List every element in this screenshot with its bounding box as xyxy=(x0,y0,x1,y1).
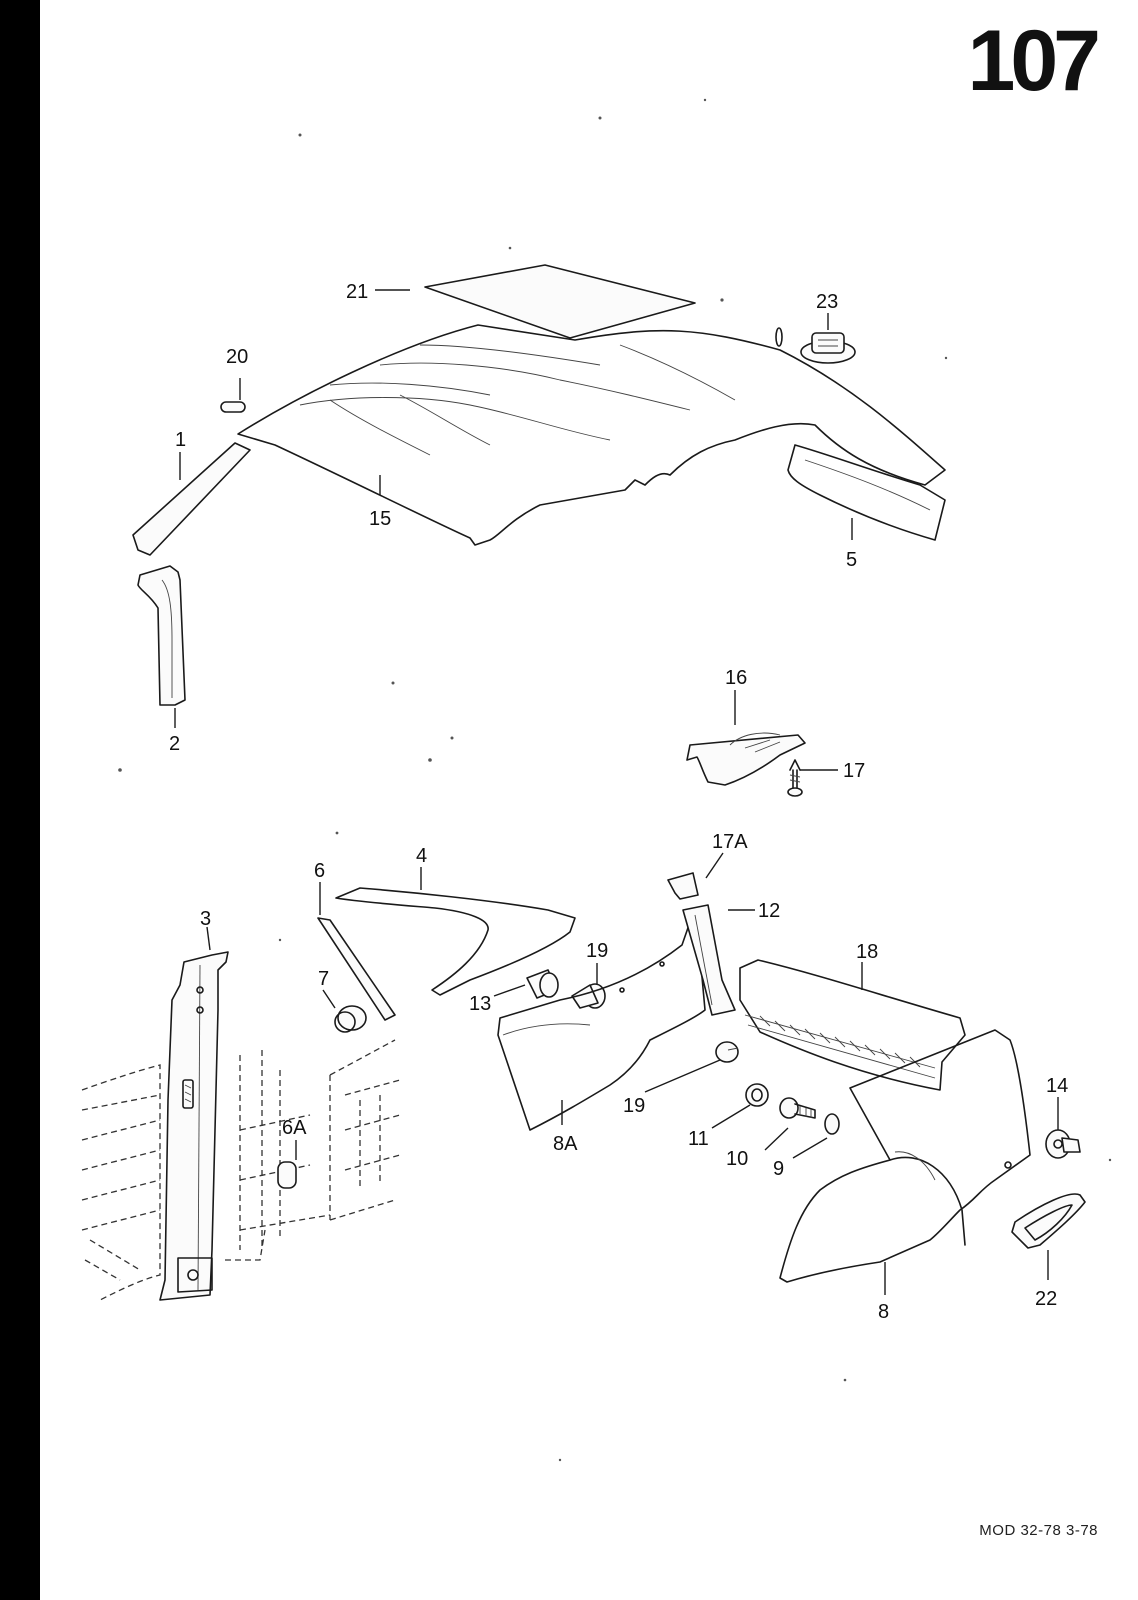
part-15-headliner xyxy=(237,324,946,546)
callout-5: 5 xyxy=(846,549,857,571)
callout-22: 22 xyxy=(1035,1288,1057,1310)
callout-4: 4 xyxy=(416,845,427,867)
callout-6: 6 xyxy=(314,860,325,882)
leader-lines xyxy=(174,289,1059,1295)
callout-3: 3 xyxy=(200,908,211,930)
callout-2: 2 xyxy=(169,733,180,755)
part-23-clip xyxy=(775,327,856,364)
part-17a-patch xyxy=(667,872,699,900)
callout-13: 13 xyxy=(469,993,491,1015)
callout-14: 14 xyxy=(1046,1075,1068,1097)
part-14-clip xyxy=(1045,1129,1081,1159)
part-3-b-pillar-trim xyxy=(159,951,229,1301)
form-code: MOD 32-78 3-78 xyxy=(979,1522,1098,1539)
part-5-rear-trim-strip xyxy=(787,444,946,541)
binding-spine xyxy=(0,0,40,1600)
body-structure-outline xyxy=(81,1039,401,1301)
part-18-shelf-trim xyxy=(739,959,966,1091)
callout-1: 1 xyxy=(175,429,186,451)
part-1-a-pillar-upper-trim xyxy=(132,442,251,556)
part-12-c-pillar-trim xyxy=(682,904,736,1016)
callout-18: 18 xyxy=(856,941,878,963)
part-8-rear-quarter-panel xyxy=(779,1029,1031,1283)
callout-11: 11 xyxy=(688,1128,709,1150)
part-20-plug xyxy=(220,401,246,413)
callout-23: 23 xyxy=(816,291,838,313)
callout-7: 7 xyxy=(318,968,329,990)
part-4-quarter-window-trim xyxy=(335,887,576,996)
part-19-cap-lower xyxy=(715,1041,739,1063)
part-13-cup xyxy=(526,969,559,999)
callout-6a: 6A xyxy=(282,1117,307,1139)
part-11-washer xyxy=(745,1083,769,1107)
part-6a-grommet xyxy=(277,1161,297,1189)
callout-9: 9 xyxy=(773,1158,784,1180)
part-2-a-pillar-lower-trim xyxy=(137,565,186,706)
callout-8: 8 xyxy=(878,1301,889,1323)
callout-21: 21 xyxy=(346,281,368,303)
callout-17: 17 xyxy=(843,760,865,782)
part-10-bolt xyxy=(779,1097,816,1119)
part-7-cap xyxy=(334,1005,367,1033)
callout-12: 12 xyxy=(758,900,780,922)
callout-labels: 21 23 20 1 15 5 2 16 17 17A 4 6 12 18 3 … xyxy=(169,281,1068,1323)
part-16-bracket xyxy=(686,732,806,786)
page-number: 107 xyxy=(967,13,1101,109)
callout-19-lower: 19 xyxy=(623,1095,645,1117)
callout-8a: 8A xyxy=(553,1133,578,1155)
callout-16: 16 xyxy=(725,667,747,689)
callout-20: 20 xyxy=(226,346,248,368)
part-21-roof-insert xyxy=(424,264,696,339)
part-17-screw xyxy=(787,759,803,797)
callout-17a: 17A xyxy=(712,831,748,853)
scan-noise xyxy=(118,98,1112,1462)
part-8a-quarter-panel xyxy=(497,921,706,1131)
part-6-trim-strip xyxy=(317,917,396,1021)
callout-15: 15 xyxy=(369,508,391,530)
part-22-frame xyxy=(1011,1193,1086,1249)
callout-10: 10 xyxy=(726,1148,748,1170)
callout-19-upper: 19 xyxy=(586,940,608,962)
part-9-washer xyxy=(824,1113,840,1135)
